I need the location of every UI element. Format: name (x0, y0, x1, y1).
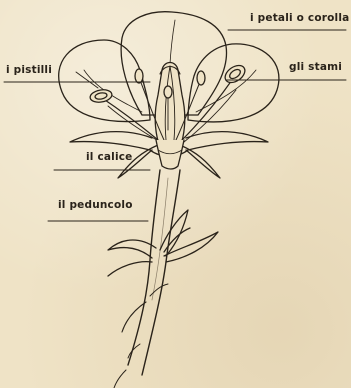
stamens-label: gli stami (289, 61, 342, 73)
pistil (155, 63, 185, 149)
peduncle-label: il peduncolo (58, 199, 133, 211)
peduncle (128, 170, 180, 375)
petals-label: i petali o corolla (250, 12, 349, 24)
stem-leaves (108, 210, 218, 388)
calyx-label: il calice (86, 151, 133, 163)
pistils-label: i pistilli (6, 64, 52, 76)
